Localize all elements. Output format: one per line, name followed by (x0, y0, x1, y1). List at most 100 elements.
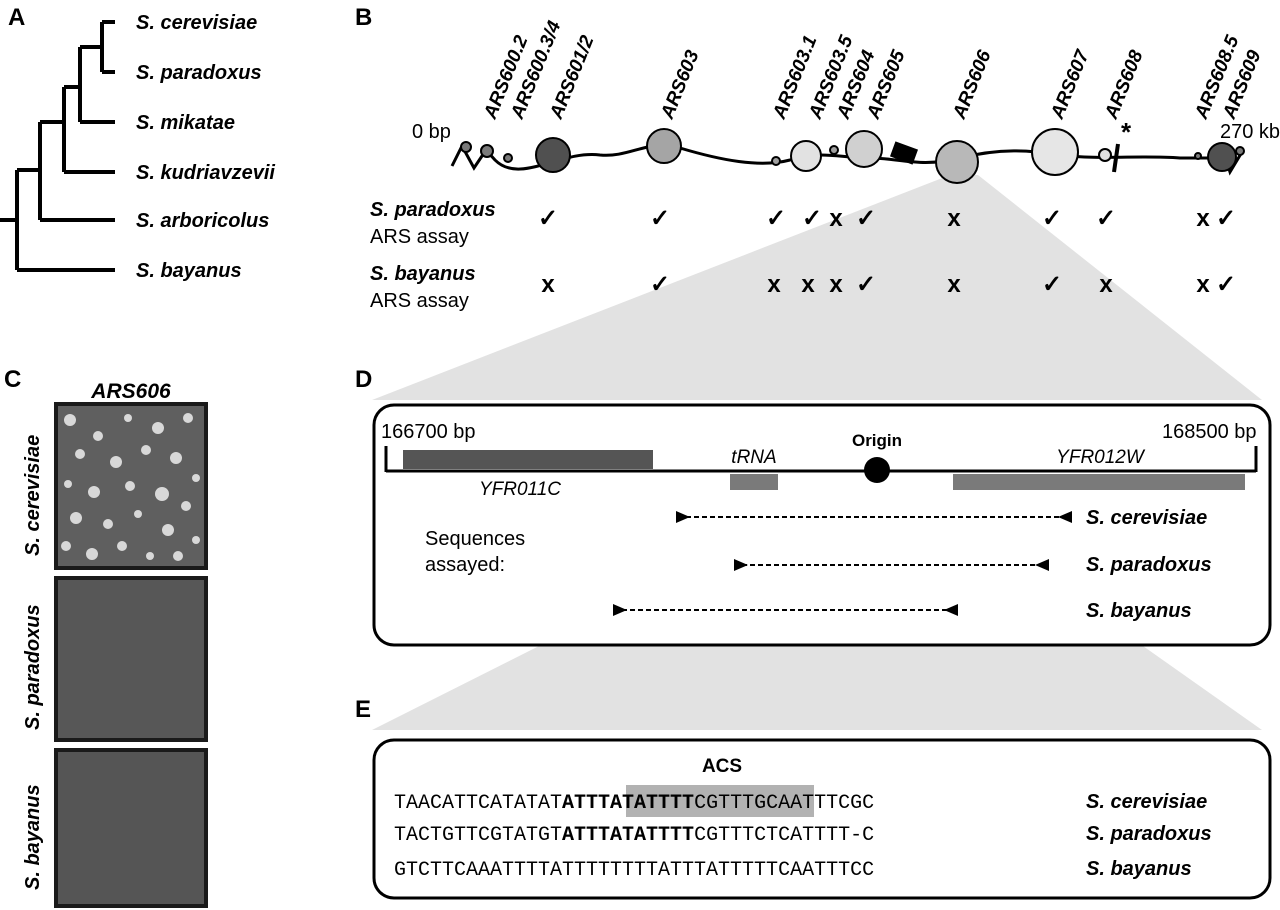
assay-2-mark-608-5: x (1196, 271, 1210, 298)
ars-marker-604 (845, 130, 883, 168)
plate-label-bayanus: S. bayanus (22, 784, 44, 890)
seq-cerevisiae-pre: TAACATTCATATAT (394, 792, 562, 815)
ars-marker-600-2 (460, 141, 472, 153)
phylogenetic-tree (0, 20, 115, 272)
fragment-bayanus-label: S. bayanus (1086, 600, 1192, 622)
panel-label-e: E (355, 696, 372, 723)
ars-608-tick (1112, 143, 1120, 173)
plate-label-cerevisiae: S. cerevisiae (22, 434, 44, 556)
origin-label: Origin (852, 431, 902, 450)
assay-row-2-species: S. bayanus (370, 263, 476, 285)
ars-label-603: ARS603 (657, 47, 704, 123)
assay-1-mark-609: ✓ (1216, 205, 1236, 232)
seq-row-paradoxus: TACTGTTCGTATGTATTTATATTTTCGTTTCTCATTTT-C (394, 824, 874, 847)
assay-2-mark-609: ✓ (1216, 271, 1236, 298)
tree-leaf-cerevisiae: S. cerevisiae (136, 12, 257, 34)
trna-label: tRNA (731, 447, 776, 468)
sequence-box (372, 738, 1272, 900)
seq-paradoxus-post: CGTTTCTCATTTT-C (694, 824, 874, 847)
seq-cerevisiae-post: CGTTTGCAATTTCGC (694, 792, 874, 815)
assay-1-mark-604: x (829, 205, 843, 232)
seq-paradoxus-pre: TACTGTTCGTATGT (394, 824, 562, 847)
plate-bayanus (54, 748, 208, 908)
assay-1-mark-608: ✓ (1096, 205, 1116, 232)
seq-species-bayanus: S. bayanus (1086, 858, 1192, 880)
assay-1-mark-603: ✓ (650, 205, 670, 232)
assayed-label-line2: assayed: (425, 554, 505, 576)
assay-2-mark-607: ✓ (1042, 271, 1062, 298)
panel-label-b: B (355, 4, 373, 31)
origin-dot (864, 457, 890, 483)
ars-markers (460, 128, 1245, 184)
assay-1-mark-605: ✓ (856, 205, 876, 232)
seq-row-bayanus: GTCTTCAAATTTTATTTTTTTTATTTATTTTTCAATTTCC (394, 859, 874, 882)
plate-paradoxus (54, 576, 208, 742)
assay-2-mark-601: x (541, 271, 555, 298)
ars-marker-608-5 (1194, 152, 1202, 160)
gene-yfr012w-label: YFR012W (1056, 447, 1146, 468)
seq-species-cerevisiae: S. cerevisiae (1086, 791, 1207, 813)
chromosome-end-label: 270 kb (1220, 121, 1280, 143)
assay-row-1-label: ARS assay (370, 226, 469, 248)
plate-cerevisiae (54, 402, 208, 570)
seq-species-paradoxus: S. paradoxus (1086, 823, 1212, 845)
assay-2-mark-603-1: x (767, 271, 781, 298)
locus-start-label: 166700 bp (381, 421, 476, 443)
assay-1-mark-603-5: ✓ (802, 205, 822, 232)
panel-label-c: C (4, 366, 22, 393)
assay-1-mark-606: x (947, 205, 961, 232)
fragment-cerevisiae-label: S. cerevisiae (1086, 507, 1207, 529)
gene-yfr011c-label: YFR011C (479, 479, 561, 500)
acs-highlight (626, 785, 814, 817)
assay-2-mark-606: x (947, 271, 961, 298)
acs-label: ACS (702, 756, 742, 777)
ars-marker-607 (1031, 128, 1079, 176)
seq-paradoxus-core: ATTTATATTTT (562, 824, 694, 847)
tree-leaf-bayanus: S. bayanus (136, 260, 242, 282)
ars-608-asterisk: * (1121, 117, 1132, 147)
tree-leaf-arboricolus: S. arboricolus (136, 210, 269, 232)
assay-row-2-label: ARS assay (370, 290, 469, 312)
fragment-paradoxus-left-arrow (734, 559, 748, 571)
assay-1-mark-601: ✓ (538, 205, 558, 232)
plate-cerevisiae-colonies (61, 413, 200, 561)
ars-marker-603 (646, 128, 682, 164)
ars-marker-601-2 (535, 137, 571, 173)
zoom-wedge-b-to-d (372, 175, 1262, 400)
assay-2-mark-603: ✓ (650, 271, 670, 298)
ars-marker-end (1235, 146, 1245, 156)
ars-marker-606 (935, 140, 979, 184)
ars-label-608: ARS608 (1101, 47, 1148, 123)
ars-label-606: ARS606 (949, 47, 996, 123)
tree-leaf-paradoxus: S. paradoxus (136, 62, 262, 84)
ars-marker-603-5 (790, 140, 822, 172)
ars-marker-603-1 (771, 156, 781, 166)
locus-end-label: 168500 bp (1162, 421, 1257, 443)
trna-bar (730, 474, 778, 490)
assay-2-mark-604: x (829, 271, 843, 298)
gene-yfr011c-bar (403, 450, 653, 469)
chromosome-start-label: 0 bp (412, 121, 451, 143)
ars-label-607: ARS607 (1047, 46, 1094, 123)
panel-label-a: A (8, 4, 26, 31)
plate-label-paradoxus: S. paradoxus (22, 604, 44, 730)
centromere-marker (889, 141, 919, 165)
ars-marker-609 (1207, 142, 1237, 172)
fragment-paradoxus-right-arrow (1035, 559, 1049, 571)
assay-2-mark-605: ✓ (856, 271, 876, 298)
seq-cerevisiae-core: ATTTATATTTT (562, 792, 694, 815)
assay-1-mark-603-1: ✓ (766, 205, 786, 232)
ars-marker-extra (829, 145, 839, 155)
assayed-label-line1: Sequences (425, 528, 525, 550)
seq-row-cerevisiae: TAACATTCATATATATTTATATTTTCGTTTGCAATTTCGC (394, 792, 874, 815)
fragment-bayanus-right-arrow (944, 604, 958, 616)
ars-marker-600-3 (480, 144, 494, 158)
gene-yfr012w-bar (953, 474, 1245, 490)
assay-1-mark-607: ✓ (1042, 205, 1062, 232)
fragment-bayanus-left-arrow (613, 604, 627, 616)
ars-marker-600-4 (503, 153, 513, 163)
fragment-cerevisiae-left-arrow (676, 511, 690, 523)
tree-leaf-kudriavzevii: S. kudriavzevii (136, 162, 275, 184)
assay-2-mark-603-5: x (801, 271, 815, 298)
